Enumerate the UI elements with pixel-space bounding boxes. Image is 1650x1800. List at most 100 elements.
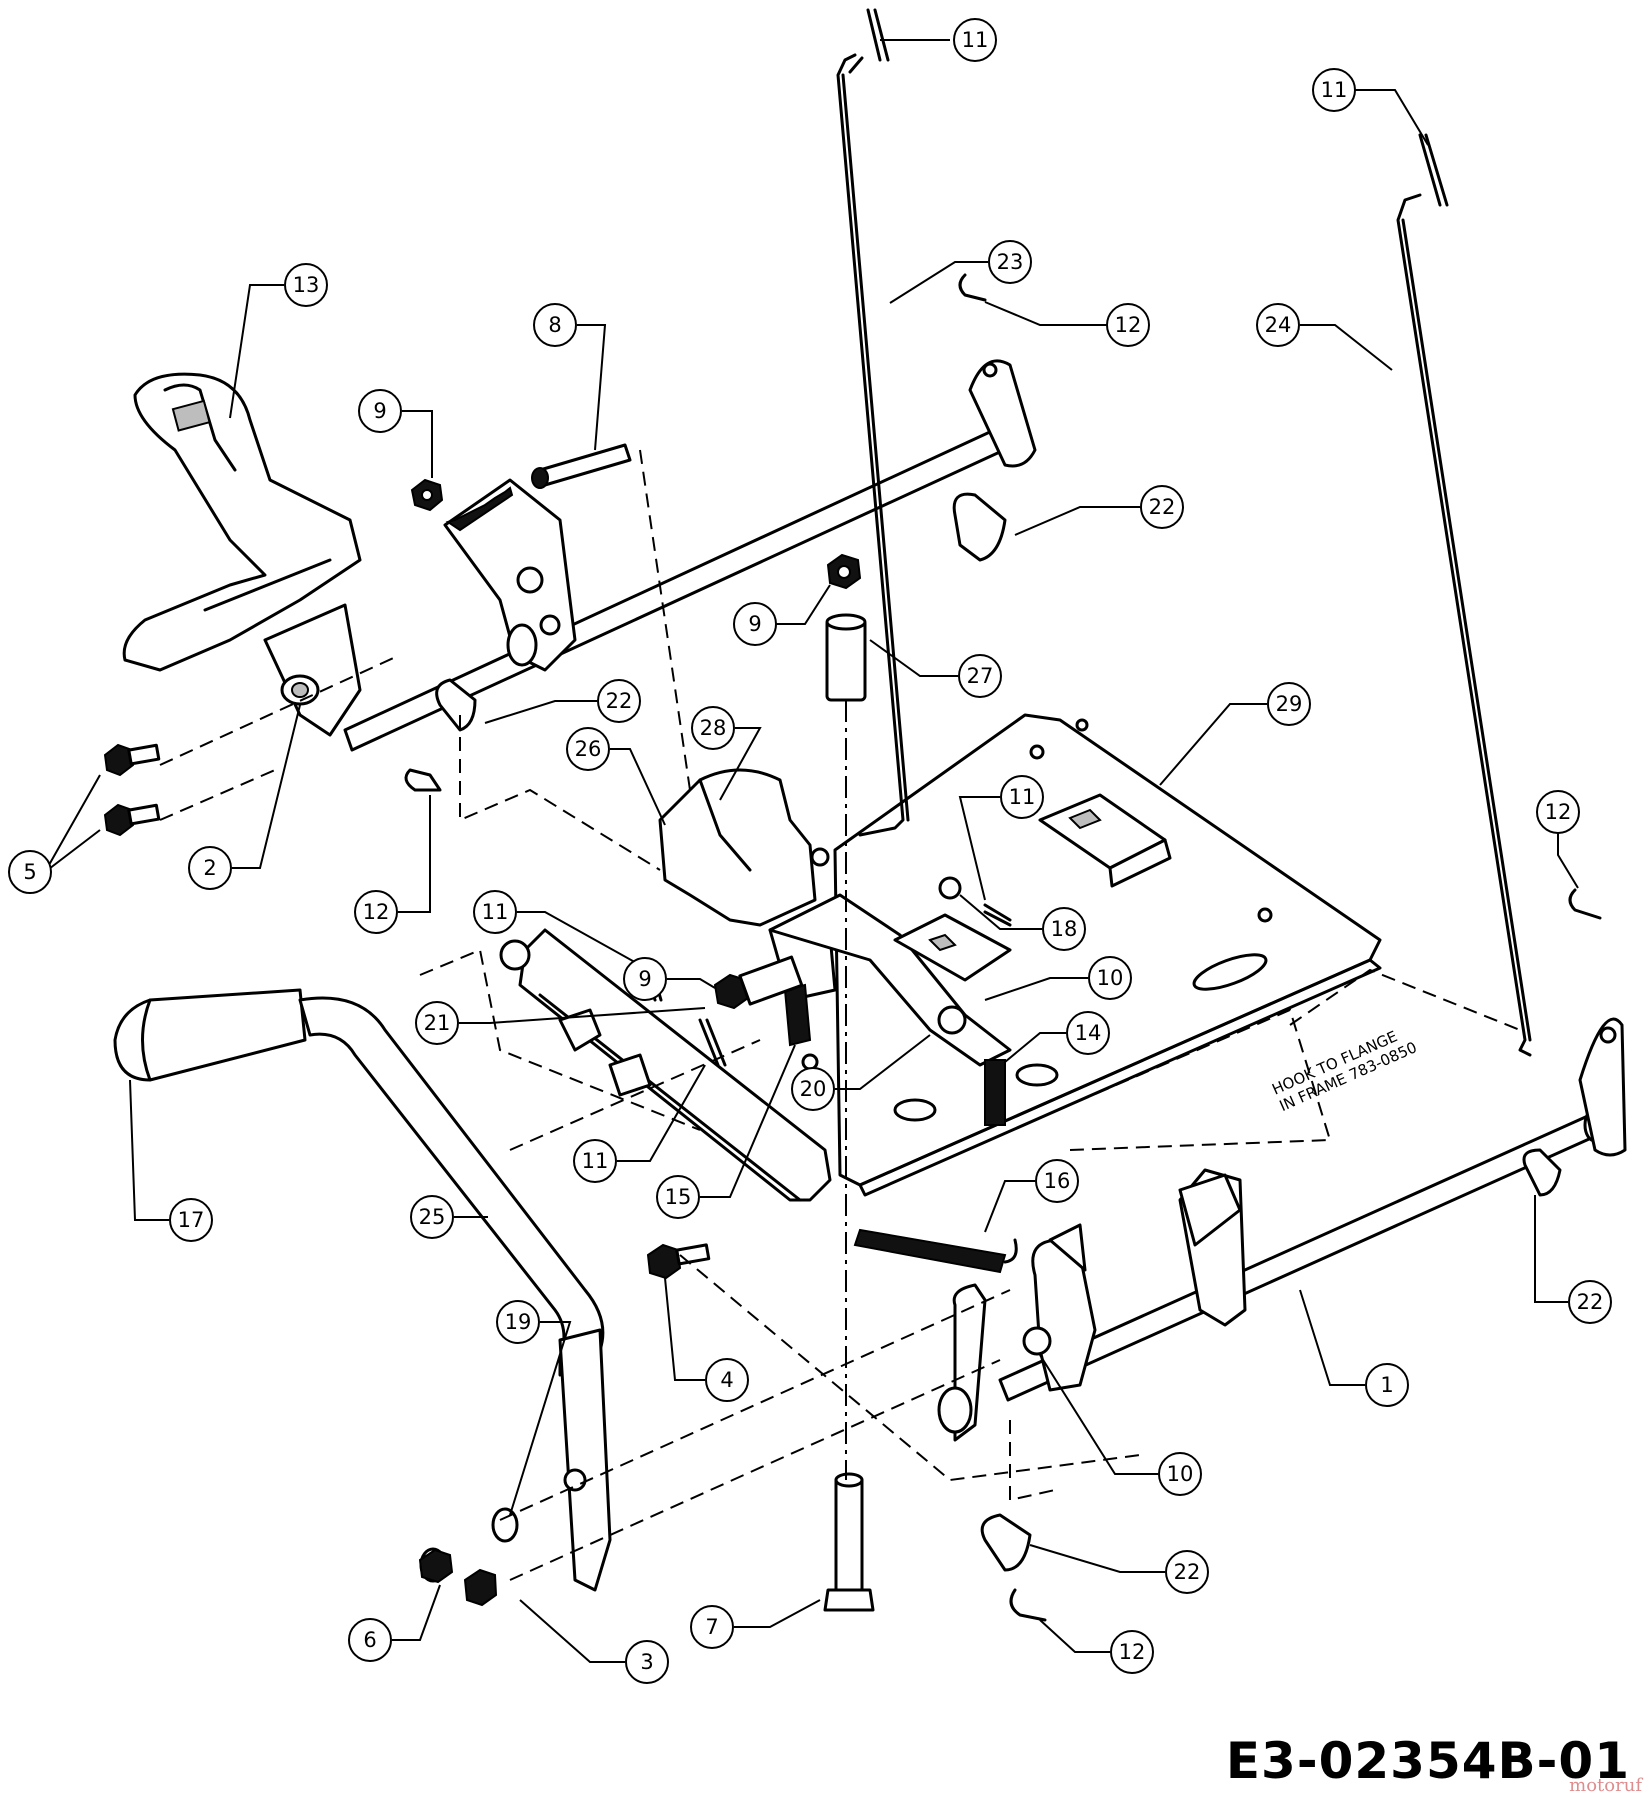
brake-pedal bbox=[122, 372, 362, 737]
callout-bubble: 19 bbox=[496, 1300, 540, 1344]
callout-bubble: 14 bbox=[1066, 1011, 1110, 1055]
flange-bolt bbox=[103, 803, 161, 837]
sector-plate bbox=[443, 443, 632, 672]
bracket-nut bbox=[713, 955, 804, 1010]
callout-bubble: 3 bbox=[625, 1640, 669, 1684]
callout-11-top: 11 bbox=[962, 28, 989, 52]
callout-bubble: 12 bbox=[1110, 1630, 1154, 1674]
callout-27: 27 bbox=[967, 664, 994, 688]
callout-bubble: 28 bbox=[691, 706, 735, 750]
callout-29: 29 bbox=[1276, 692, 1303, 716]
callout-12-lower: 12 bbox=[1119, 1640, 1146, 1664]
callout-bubble: 12 bbox=[1536, 790, 1580, 834]
callout-bubble: 18 bbox=[1042, 907, 1086, 951]
callout-22-lower-right: 22 bbox=[1577, 1290, 1604, 1314]
pivot-bolt bbox=[823, 1472, 875, 1612]
shaft-bushing bbox=[435, 492, 1007, 732]
callout-11-center-left: 11 bbox=[482, 900, 509, 924]
callout-bubble: 11 bbox=[1312, 68, 1356, 112]
callout-bubble: 15 bbox=[656, 1175, 700, 1219]
callout-bubble: 4 bbox=[705, 1358, 749, 1402]
callout-6: 6 bbox=[363, 1628, 376, 1652]
link-plate bbox=[768, 893, 1012, 1067]
watermark: motoruf bbox=[1569, 1775, 1642, 1796]
callout-bubble: 16 bbox=[1035, 1159, 1079, 1203]
callout-12-top: 12 bbox=[1115, 313, 1142, 337]
lower-shaft bbox=[937, 1017, 1627, 1442]
callout-12-right: 12 bbox=[1545, 800, 1572, 824]
callout-5: 5 bbox=[23, 860, 36, 884]
shoulder-bolt bbox=[418, 1548, 498, 1607]
callout-bubble: 29 bbox=[1267, 682, 1311, 726]
callout-13: 13 bbox=[293, 273, 320, 297]
callout-22-lower: 22 bbox=[1174, 1560, 1201, 1584]
callout-bubble: 9 bbox=[733, 602, 777, 646]
callout-bubble: 17 bbox=[169, 1198, 213, 1242]
hand-lever bbox=[113, 988, 612, 1592]
callout-10-lower: 10 bbox=[1167, 1462, 1194, 1486]
callout-4: 4 bbox=[720, 1368, 733, 1392]
callout-bubble: 11 bbox=[473, 890, 517, 934]
callout-10-upper: 10 bbox=[1097, 966, 1124, 990]
callout-26: 26 bbox=[575, 737, 602, 761]
callout-bubble: 10 bbox=[1088, 956, 1132, 1000]
lower-clip bbox=[1009, 888, 1602, 1622]
flange-bolt bbox=[103, 743, 161, 777]
center-bracket bbox=[658, 768, 837, 1047]
lock-nut bbox=[410, 478, 444, 512]
callout-bubble: 1 bbox=[1365, 1363, 1409, 1407]
callout-bubble: 20 bbox=[791, 1067, 835, 1111]
callout-19: 19 bbox=[505, 1310, 532, 1334]
extension-spring bbox=[853, 1228, 1018, 1274]
callout-20: 20 bbox=[800, 1077, 827, 1101]
control-rod-24 bbox=[1396, 193, 1532, 1057]
callout-bubble: 7 bbox=[690, 1605, 734, 1649]
callout-11-center-right: 11 bbox=[1009, 785, 1036, 809]
callouts: 11 11 23 12 24 13 8 9 22 9 27 22 bbox=[8, 18, 1612, 1684]
callout-9-upper: 9 bbox=[373, 399, 386, 423]
callout-12-left: 12 bbox=[363, 900, 390, 924]
callout-bubble: 22 bbox=[597, 679, 641, 723]
callout-21: 21 bbox=[424, 1011, 451, 1035]
callout-bubble: 21 bbox=[415, 1001, 459, 1045]
callout-24: 24 bbox=[1265, 313, 1292, 337]
callout-18: 18 bbox=[1051, 917, 1078, 941]
callout-17: 17 bbox=[178, 1208, 205, 1232]
callout-23: 23 bbox=[997, 250, 1024, 274]
callout-22-upper-left: 22 bbox=[606, 689, 633, 713]
callout-28: 28 bbox=[700, 716, 727, 740]
callout-11-lower: 11 bbox=[582, 1149, 609, 1173]
lower-bushing bbox=[980, 1148, 1562, 1572]
callout-bubble: 10 bbox=[1158, 1452, 1202, 1496]
callout-bubble: 9 bbox=[358, 389, 402, 433]
callout-bubble: 2 bbox=[188, 846, 232, 890]
callout-bubble: 24 bbox=[1256, 303, 1300, 347]
callout-bubble: 27 bbox=[958, 654, 1002, 698]
control-rod-23 bbox=[836, 53, 910, 837]
callout-7: 7 bbox=[705, 1615, 718, 1639]
callout-bubble: 12 bbox=[1106, 303, 1150, 347]
callout-3: 3 bbox=[640, 1650, 653, 1674]
callout-bubble: 11 bbox=[1000, 775, 1044, 819]
callout-bubble: 22 bbox=[1165, 1550, 1209, 1594]
callout-16: 16 bbox=[1044, 1169, 1071, 1193]
callout-1: 1 bbox=[1380, 1373, 1393, 1397]
callout-bubble: 11 bbox=[953, 18, 997, 62]
callout-bubble: 8 bbox=[533, 303, 577, 347]
callout-14: 14 bbox=[1075, 1021, 1102, 1045]
e-clip bbox=[404, 273, 987, 792]
callout-9-lower: 9 bbox=[638, 967, 651, 991]
callout-bubble: 13 bbox=[284, 263, 328, 307]
callout-8: 8 bbox=[548, 313, 561, 337]
callout-bubble: 9 bbox=[623, 957, 667, 1001]
compression-spring bbox=[984, 1059, 1006, 1126]
callout-bubble: 25 bbox=[410, 1195, 454, 1239]
callout-15: 15 bbox=[665, 1185, 692, 1209]
callout-bubble: 26 bbox=[566, 727, 610, 771]
pivot-arm bbox=[499, 928, 832, 1202]
frame-note: HOOK TO FLANGE IN FRAME 783-0850 bbox=[1269, 1027, 1419, 1115]
callout-bubble: 22 bbox=[1568, 1280, 1612, 1324]
callout-bubble: 11 bbox=[573, 1139, 617, 1183]
callout-bubble: 22 bbox=[1140, 485, 1184, 529]
